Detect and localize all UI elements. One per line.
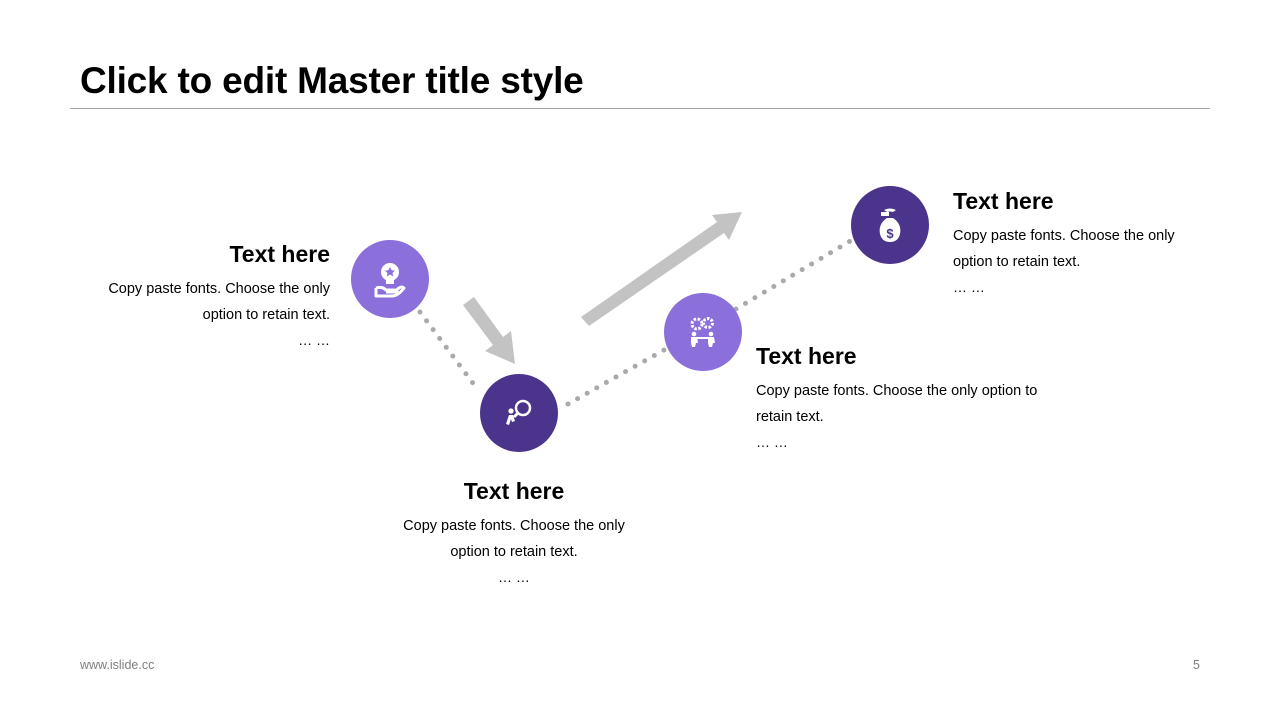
step-2-heading: Text here <box>463 478 565 504</box>
step-3-circle <box>664 293 742 371</box>
step-3-body-line-1: Copy paste fonts. Choose the only option… <box>756 383 1038 399</box>
step-1-text: Text here Copy paste fonts. Choose the o… <box>70 240 330 350</box>
step-1-body-line-2: option to retain text. <box>202 307 330 323</box>
step-2-body-line-2: option to retain text. <box>450 544 578 560</box>
step-4-body: Copy paste fonts. Choose the only option… <box>953 223 1213 275</box>
step-3-text: Text here Copy paste fonts. Choose the o… <box>756 342 1076 452</box>
step-2-circle <box>480 374 558 452</box>
step-3-heading: Text here <box>756 343 857 369</box>
up-arrow <box>581 212 742 326</box>
step-3-ellipsis: … … <box>756 434 788 450</box>
footer-url: www.islide.cc <box>80 658 155 672</box>
step-4-body-line-1: Copy paste fonts. Choose the only <box>953 228 1175 244</box>
svg-text:$: $ <box>886 226 894 241</box>
step-1-circle <box>351 240 429 318</box>
dotted-connector-3 <box>733 237 855 312</box>
step-2-text: Text here Copy paste fonts. Choose the o… <box>379 477 649 587</box>
dotted-connector-1 <box>417 309 481 393</box>
step-1-ellipsis: … … <box>298 332 330 348</box>
slide-title: Click to edit Master title style <box>80 60 584 101</box>
step-3-body-line-2: retain text. <box>756 409 824 425</box>
magnifier-person-icon <box>506 399 532 425</box>
dotted-connector-2 <box>565 347 667 407</box>
step-4-text: Text here Copy paste fonts. Choose the o… <box>953 187 1213 297</box>
step-2-body-line-1: Copy paste fonts. Choose the only <box>403 518 625 534</box>
lightbulb-hand-icon <box>374 263 406 298</box>
down-arrow <box>463 297 515 364</box>
step-1-body: Copy paste fonts. Choose the only option… <box>70 276 330 328</box>
money-bag-hand-icon: $ <box>879 208 901 242</box>
teamwork-gears-icon <box>690 317 715 347</box>
step-2-body: Copy paste fonts. Choose the only option… <box>379 513 649 565</box>
step-4-circle: $ <box>851 186 929 264</box>
page-number: 5 <box>1193 658 1200 672</box>
step-4-body-line-2: option to retain text. <box>953 254 1081 270</box>
step-3-body: Copy paste fonts. Choose the only option… <box>756 378 1076 430</box>
step-2-ellipsis: … … <box>498 569 530 585</box>
step-4-ellipsis: … … <box>953 279 985 295</box>
step-4-heading: Text here <box>953 188 1054 214</box>
title-underline <box>70 108 1210 109</box>
step-1-heading: Text here <box>229 241 330 267</box>
step-1-body-line-1: Copy paste fonts. Choose the only <box>108 281 330 297</box>
